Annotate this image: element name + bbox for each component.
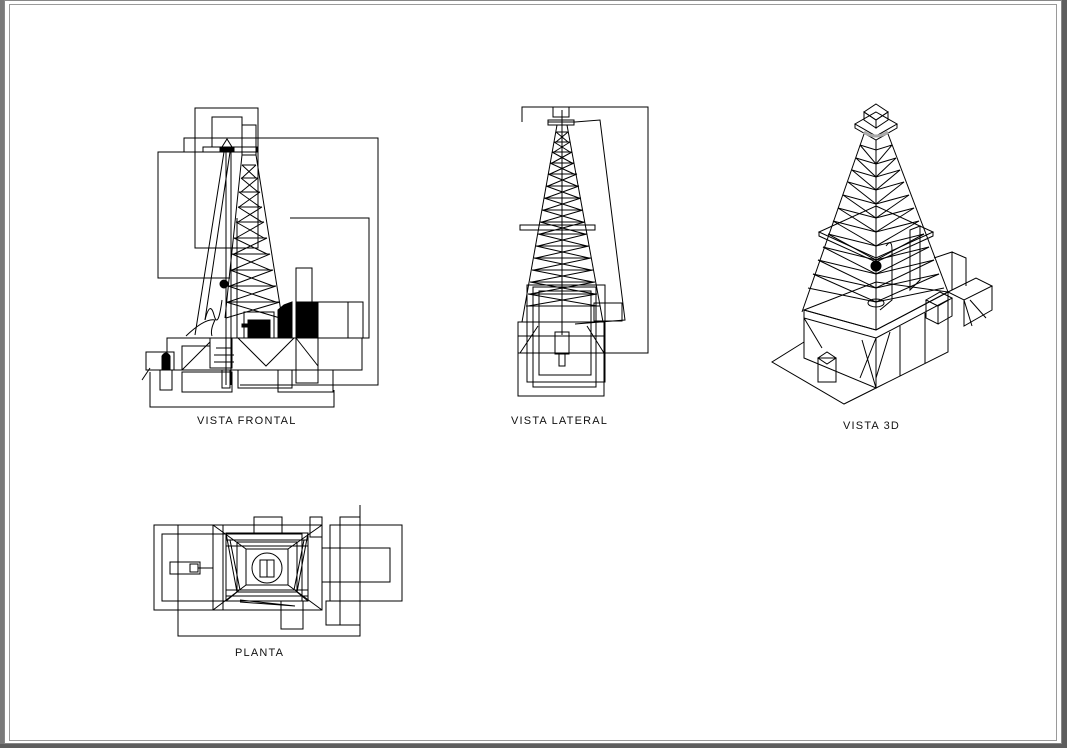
front-derrick-bracing bbox=[225, 164, 281, 319]
iso-view-drawing bbox=[771, 103, 994, 405]
plan-view-drawing bbox=[153, 505, 403, 637]
side-derrick-bracing bbox=[526, 131, 600, 307]
label-vista-frontal: VISTA FRONTAL bbox=[197, 415, 297, 427]
viewport-shadow-right bbox=[1062, 0, 1067, 748]
iso-derrick-bracing bbox=[807, 144, 945, 303]
front-view-drawing bbox=[141, 107, 379, 408]
viewport-shadow-bottom bbox=[0, 744, 1067, 748]
label-planta: PLANTA bbox=[235, 647, 285, 659]
label-vista-lateral: VISTA LATERAL bbox=[511, 415, 609, 427]
side-view-drawing bbox=[517, 106, 649, 397]
label-vista-3d: VISTA 3D bbox=[843, 420, 901, 432]
sheet-border bbox=[9, 4, 1057, 741]
plan-derrick-base bbox=[212, 524, 323, 611]
